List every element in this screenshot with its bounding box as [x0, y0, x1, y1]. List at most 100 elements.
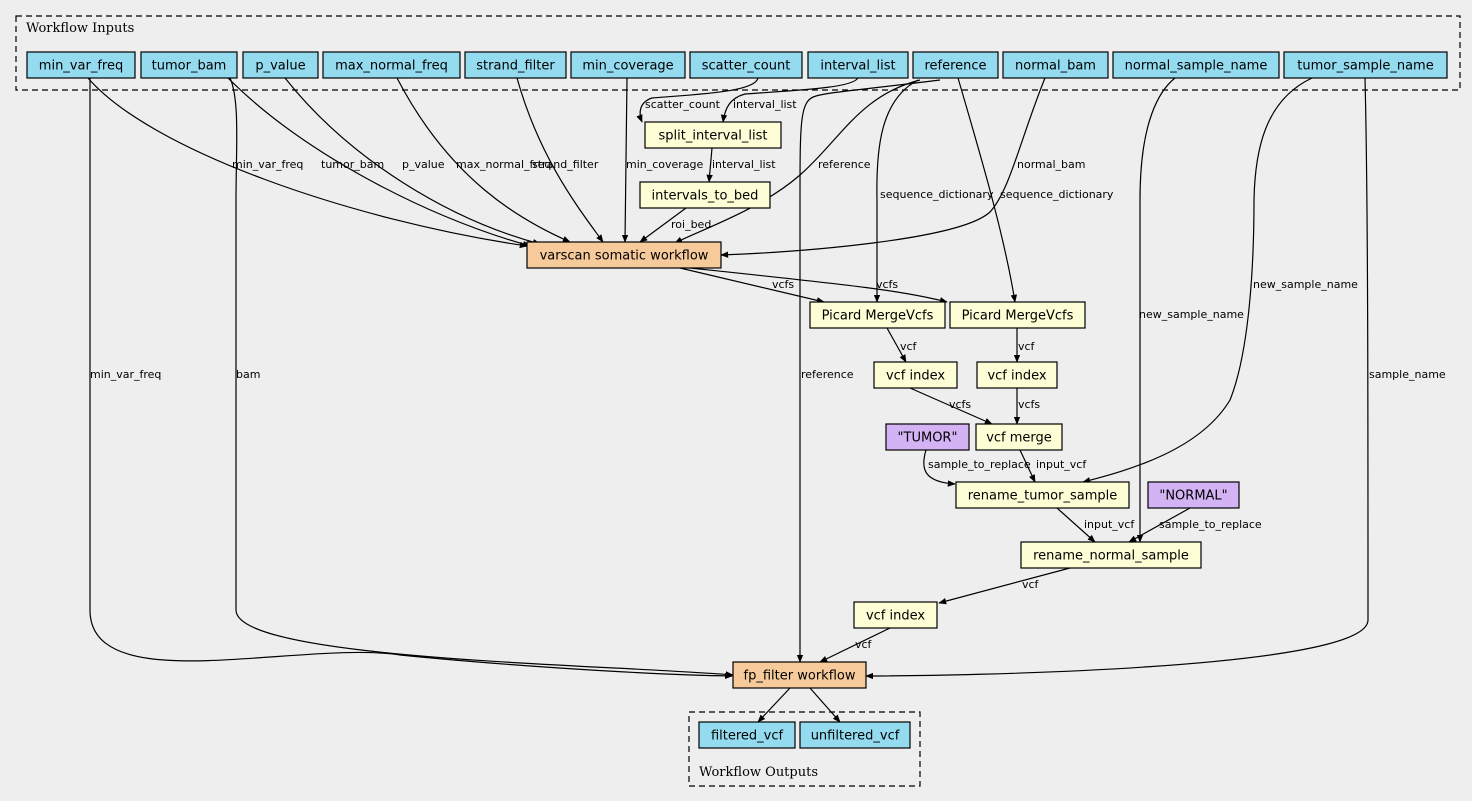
node-interval-list: interval_list [807, 51, 909, 79]
edge-reference-to-fp-filter [796, 79, 941, 663]
node-box [526, 241, 722, 269]
inputs-cluster-label: Workflow Inputs [26, 21, 134, 36]
node-box [976, 361, 1058, 389]
node-box [1020, 541, 1202, 569]
node-label: "TUMOR" [898, 431, 958, 446]
edge-intervals-to-bed-to-varscan [639, 207, 687, 243]
edge-label: input_vcf [1084, 518, 1135, 531]
node-box [322, 51, 461, 79]
edge-normal-sample-name-to-rename-normal [1136, 77, 1176, 543]
inputs-cluster-border [15, 15, 1461, 91]
node-label: rename_tumor_sample [968, 489, 1118, 504]
node-box [853, 601, 938, 629]
edge-label: min_var_freq [90, 368, 161, 381]
edge-min-coverage-to-varscan [621, 77, 629, 243]
edge-fp-filter-to-unfiltered-vcf [809, 687, 841, 723]
node-box [639, 181, 771, 209]
node-label: tumor_sample_name [1297, 59, 1433, 74]
node-label: varscan somatic workflow [540, 249, 709, 264]
node-label: filtered_vcf [711, 729, 784, 744]
edge-strand-filter-to-varscan [516, 77, 604, 243]
node-p-value: p_value [242, 51, 319, 79]
edge-label: reference [818, 158, 871, 171]
node-split-interval-list: split_interval_list [644, 121, 782, 149]
outputs-cluster-label: Workflow Outputs [699, 765, 818, 780]
edge-merge-snv-to-index-snv [886, 327, 907, 363]
node-box [955, 481, 1130, 509]
edge-tumor-lit-to-rename-tumor [923, 449, 956, 487]
edge-rename-tumor-to-rename-normal [1056, 507, 1096, 543]
edge-fp-filter-to-filtered-vcf [757, 687, 791, 723]
edge-label: vcf [855, 638, 873, 651]
edge-min-var-freq-to-varscan [87, 77, 528, 249]
node-box [644, 121, 782, 149]
node-normal-bam: normal_bam [1002, 51, 1109, 79]
edge-tumor-sample-name-to-rename-tumor [1082, 77, 1313, 484]
node-box [140, 51, 238, 79]
edge-varscan-to-merge-indel [689, 267, 948, 304]
edge-label: sample_to_replace [928, 458, 1031, 471]
edge-varscan-to-merge-snv [679, 267, 825, 304]
node-box [570, 51, 686, 79]
node-box [698, 721, 796, 749]
node-label: split_interval_list [658, 129, 767, 144]
node-index-indel: vcf index [976, 361, 1058, 389]
edge-label: sample_to_replace [1159, 518, 1262, 531]
node-label: min_coverage [582, 59, 673, 74]
node-label: interval_list [820, 59, 895, 74]
edge-label: interval_list [733, 98, 797, 111]
node-box [799, 721, 911, 749]
node-box [464, 51, 567, 79]
edges-layer [87, 77, 1369, 723]
edge-label: roi_bed [671, 218, 711, 231]
node-fp-filter: fp_filter workflow [732, 661, 867, 689]
node-box [732, 661, 867, 689]
edge-label: min_var_freq [232, 158, 303, 171]
node-label: intervals_to_bed [652, 189, 759, 204]
node-label: rename_normal_sample [1033, 549, 1189, 564]
node-varscan: varscan somatic workflow [526, 241, 722, 269]
edge-label: input_vcf [1036, 458, 1087, 471]
node-tumor-sample-name: tumor_sample_name [1283, 51, 1448, 79]
edge-reference-to-merge-indel [957, 77, 1018, 303]
node-min-var-freq: min_var_freq [26, 51, 136, 79]
edge-p-value-to-varscan [284, 77, 541, 246]
node-label: unfiltered_vcf [811, 729, 900, 744]
edge-label: vcfs [949, 398, 971, 411]
node-label: vcf index [987, 369, 1046, 384]
edge-label: interval_list [712, 158, 776, 171]
edge-index-final-to-fp-filter [819, 627, 891, 663]
node-normal-sample-name: normal_sample_name [1112, 51, 1280, 79]
edge-label: scatter_count [645, 98, 721, 111]
edge-label: p_value [402, 158, 445, 171]
edge-label: vcf [1018, 340, 1036, 353]
node-label: vcf index [886, 369, 945, 384]
node-label: p_value [255, 59, 305, 74]
node-label: normal_bam [1015, 59, 1096, 74]
edge-label: vcf [900, 340, 918, 353]
node-label: Picard MergeVcfs [962, 309, 1074, 324]
edge-max-normal-freq-to-varscan [396, 77, 571, 243]
node-vcf-merge: vcf merge [975, 423, 1063, 451]
edge-index-snv-to-vcf-merge [909, 387, 993, 425]
node-label: min_var_freq [39, 59, 123, 74]
node-label: Picard MergeVcfs [822, 309, 934, 324]
node-box [242, 51, 319, 79]
edge-label: sequence_dictionary [1000, 188, 1114, 201]
node-merge-snv: Picard MergeVcfs [809, 301, 946, 329]
node-box [26, 51, 136, 79]
node-label: "NORMAL" [1159, 489, 1227, 504]
outputs-cluster-border [688, 711, 921, 787]
edge-min-var-freq-to-fp-filter [89, 78, 733, 680]
node-label: reference [924, 59, 986, 74]
edge-rename-normal-to-index-final [938, 567, 1071, 605]
edge-vcf-merge-to-rename-tumor [1019, 449, 1036, 483]
node-label: vcf index [866, 609, 925, 624]
node-tumor-lit: "TUMOR" [885, 423, 970, 451]
node-box [949, 301, 1086, 329]
edge-label: bam [236, 368, 260, 381]
